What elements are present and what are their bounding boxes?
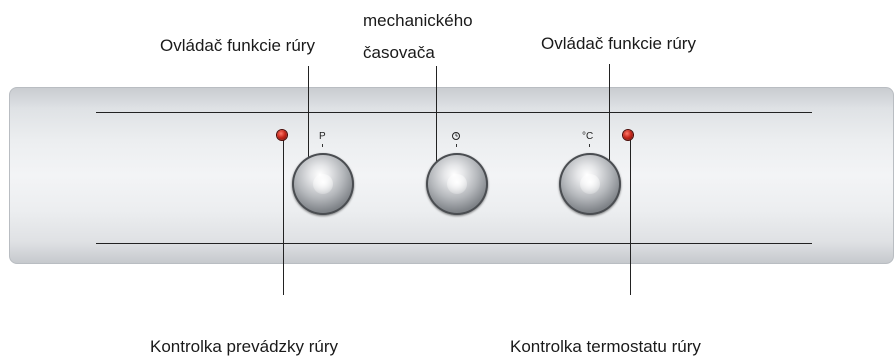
leader-line-operation-lamp bbox=[283, 140, 284, 295]
oven-function-knob-right[interactable] bbox=[559, 153, 621, 215]
leader-line-timer-knob bbox=[436, 66, 437, 176]
timer-knob-tick bbox=[456, 144, 457, 147]
left-knob-tick bbox=[322, 144, 323, 147]
oven-function-knob-left[interactable] bbox=[292, 153, 354, 215]
leader-line-left-knob bbox=[308, 66, 309, 176]
label-thermostat-lamp: Kontrolka termostatu rúry bbox=[510, 337, 701, 356]
operation-indicator-lamp bbox=[277, 130, 287, 140]
label-timer-line1: mechanického bbox=[363, 11, 473, 30]
label-function-knob-left: Ovládač funkcie rúry bbox=[160, 36, 315, 55]
temperature-symbol: °C bbox=[582, 131, 594, 142]
thermostat-indicator-lamp bbox=[623, 130, 633, 140]
panel-bottom-line bbox=[96, 243, 812, 244]
label-function-knob-right: Ovládač funkcie rúry bbox=[541, 34, 696, 53]
leader-line-right-knob bbox=[609, 64, 610, 176]
label-operation-lamp: Kontrolka prevádzky rúry bbox=[150, 337, 339, 356]
label-timer-line2: časovača bbox=[363, 43, 435, 62]
panel-top-line bbox=[96, 112, 812, 113]
right-knob-tick bbox=[589, 144, 590, 147]
leader-line-thermostat-lamp bbox=[630, 140, 631, 295]
clock-icon bbox=[452, 132, 460, 140]
oven-function-symbol: P bbox=[319, 131, 326, 142]
mechanical-timer-knob[interactable] bbox=[426, 153, 488, 215]
